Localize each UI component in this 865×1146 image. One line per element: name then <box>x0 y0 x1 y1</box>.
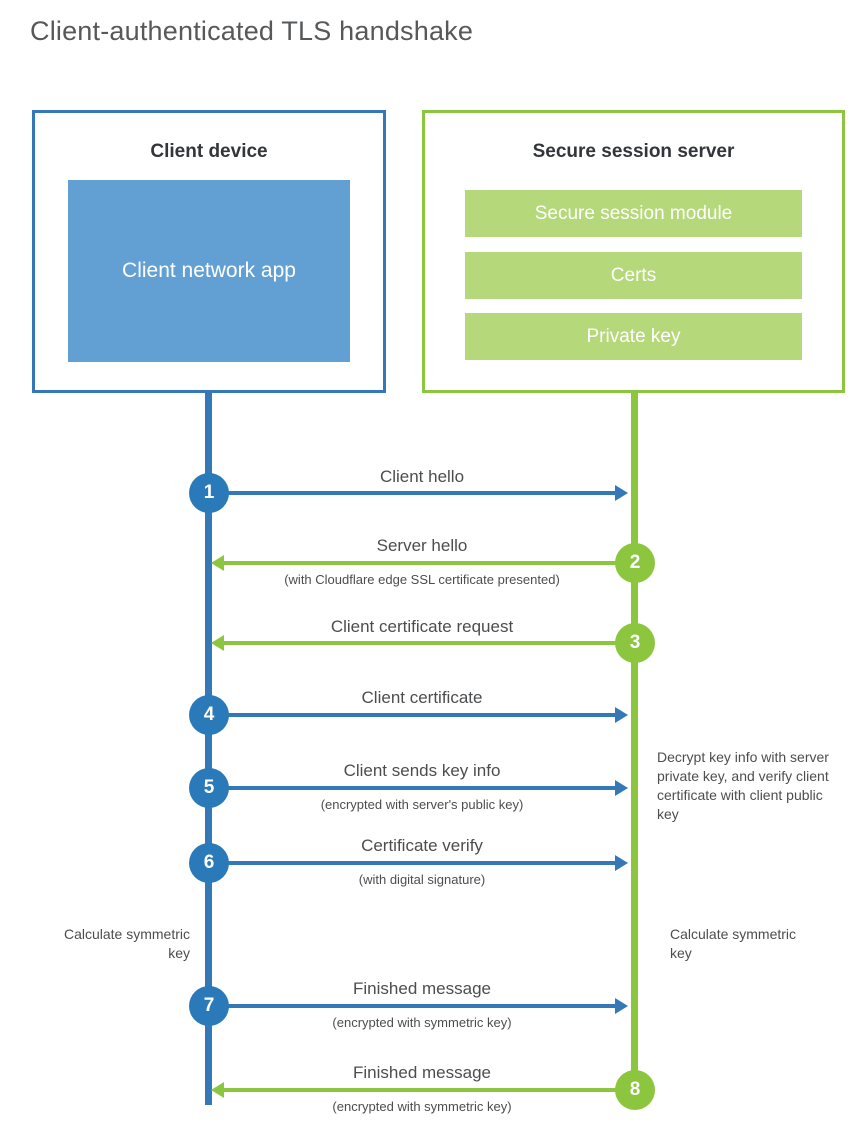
step-5-arrow-head <box>615 780 628 796</box>
server-chip-private-key: Private key <box>465 313 802 360</box>
step-5-number-badge[interactable]: 5 <box>189 768 229 808</box>
step-4-arrow-line <box>209 713 615 717</box>
step-7-number-badge[interactable]: 7 <box>189 986 229 1026</box>
step-2-arrow-line <box>224 561 635 565</box>
step-1-arrow-head <box>615 485 628 501</box>
step-7-sublabel: (encrypted with symmetric key) <box>332 1015 512 1030</box>
step-1-label: Client hello <box>379 467 465 486</box>
step-6-arrow-head <box>615 855 628 871</box>
client-calculate-symmetric-key-note: Calculate symmetric key <box>63 926 190 961</box>
step-2-label: Server hello <box>376 536 468 555</box>
step-2-sublabel: (with Cloudflare edge SSL certificate pr… <box>284 572 560 587</box>
page-title: Client-authenticated TLS handshake <box>30 16 474 46</box>
step-6-label: Certificate verify <box>361 836 483 855</box>
server-decrypt-note: Decrypt key info with server private key… <box>657 749 829 822</box>
step-1-arrow-line <box>209 491 615 495</box>
step-3-number-badge[interactable]: 3 <box>615 623 655 663</box>
step-4-arrow-head <box>615 707 628 723</box>
client-lifeline <box>205 393 212 1105</box>
step-4-label: Client certificate <box>361 688 483 707</box>
secure-session-server-title: Secure session server <box>532 141 735 162</box>
step-7-arrow-head <box>615 998 628 1014</box>
step-3-arrow-head <box>211 635 224 651</box>
client-device-title: Client device <box>150 141 268 162</box>
step-5-label: Client sends key info <box>343 761 501 780</box>
step-6-arrow-line <box>209 861 615 865</box>
server-chip-secure-session-module: Secure session module <box>465 190 802 237</box>
step-4-number-badge[interactable]: 4 <box>189 695 229 735</box>
step-6-number-badge[interactable]: 6 <box>189 843 229 883</box>
client-network-app-block: Client network app <box>68 180 350 362</box>
step-8-arrow-head <box>211 1082 224 1098</box>
step-2-number-badge[interactable]: 2 <box>615 543 655 583</box>
server-calculate-symmetric-key-note: Calculate symmetric key <box>670 926 797 961</box>
step-8-label: Finished message <box>353 1063 491 1082</box>
step-7-arrow-line <box>209 1004 615 1008</box>
step-3-label: Client certificate request <box>330 617 514 636</box>
step-8-sublabel: (encrypted with symmetric key) <box>332 1099 512 1114</box>
step-7-label: Finished message <box>353 979 491 998</box>
step-5-sublabel: (encrypted with server's public key) <box>320 797 524 812</box>
step-1-number-badge[interactable]: 1 <box>189 473 229 513</box>
server-lifeline <box>631 393 638 1095</box>
server-chip-certs: Certs <box>465 252 802 299</box>
step-2-arrow-head <box>211 555 224 571</box>
step-6-sublabel: (with digital signature) <box>358 872 486 887</box>
step-3-arrow-line <box>224 641 635 645</box>
step-5-arrow-line <box>209 786 615 790</box>
step-8-arrow-line <box>224 1088 635 1092</box>
step-8-number-badge[interactable]: 8 <box>615 1070 655 1110</box>
